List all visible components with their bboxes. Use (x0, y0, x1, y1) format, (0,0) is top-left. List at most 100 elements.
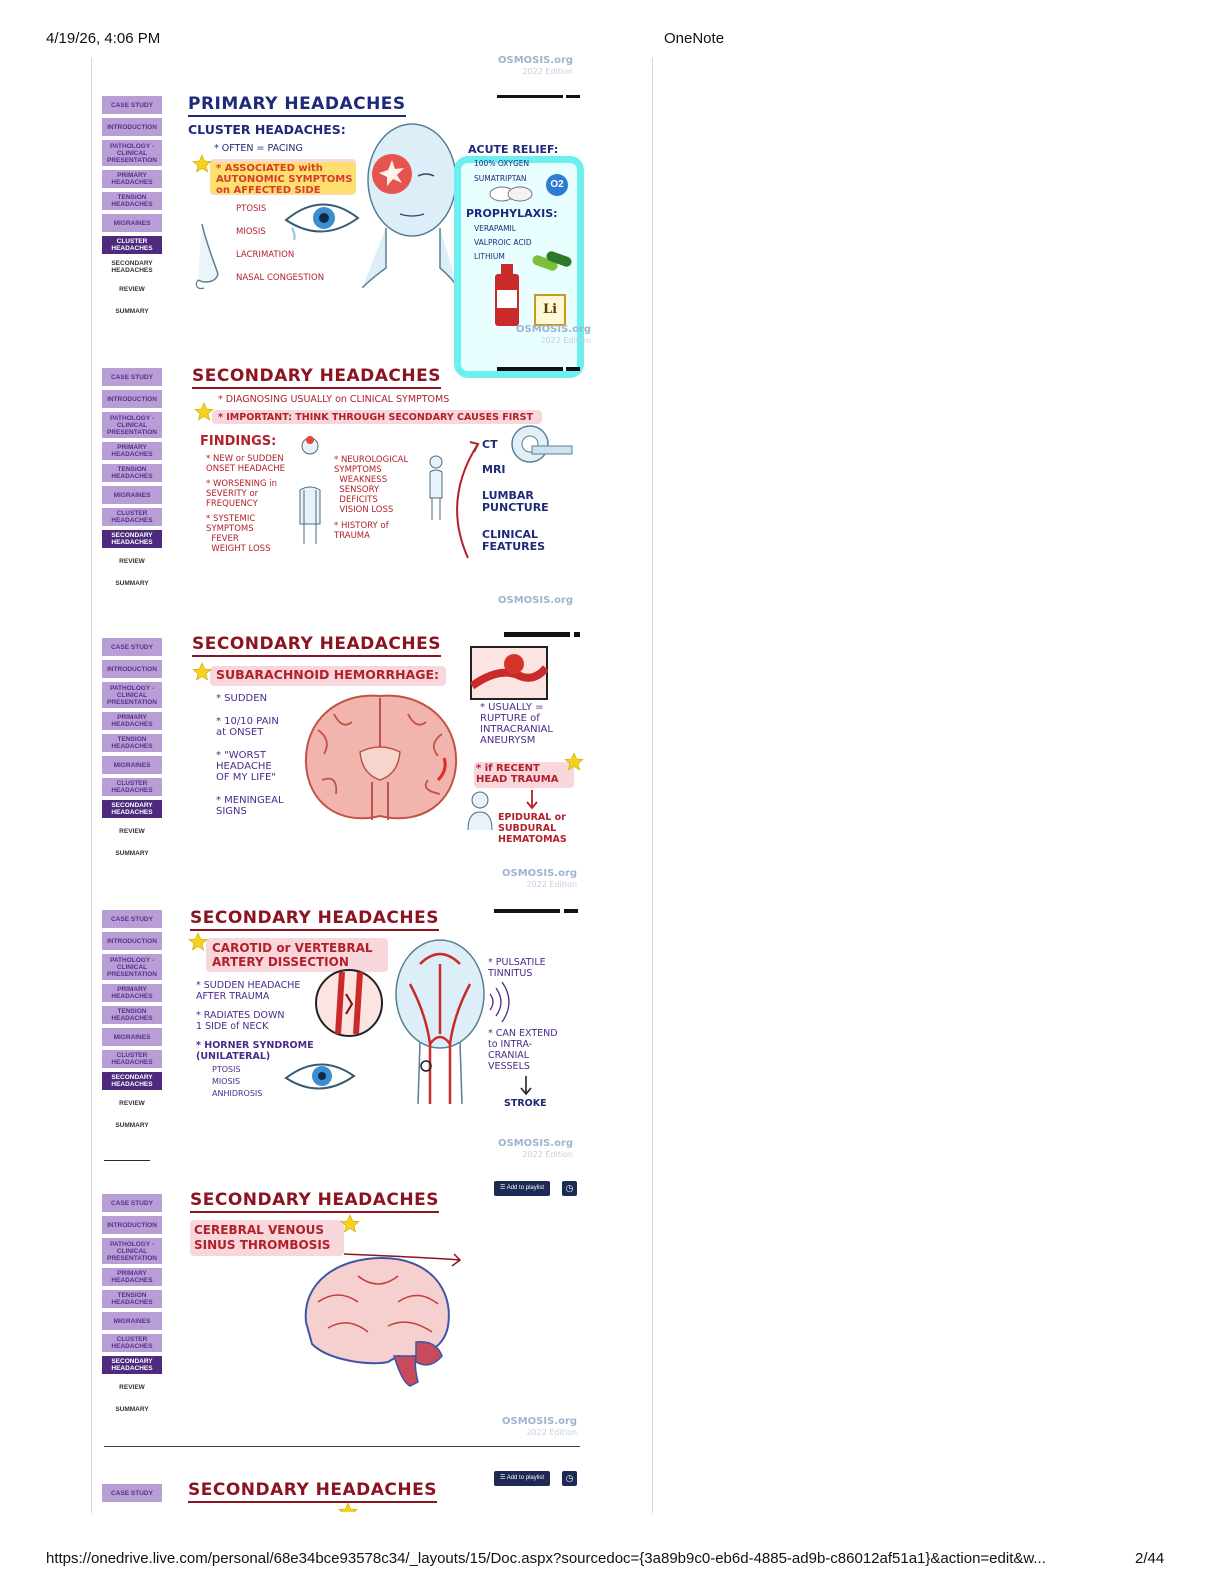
nav-pathology[interactable]: Pathology - Clinical Presentation (102, 1238, 162, 1264)
nav-migraines[interactable]: Migraines (102, 214, 162, 232)
playlist-icon: ☰ (500, 1475, 507, 1481)
nav-case-study[interactable]: Case Study (102, 910, 162, 928)
sah-rupture-note: * USUALLY = RUPTURE of INTRACRANIAL ANEU… (480, 702, 553, 746)
nav-secondary-headaches[interactable]: Secondary Headaches (102, 258, 162, 276)
nav-tension-headaches[interactable]: Tension Headaches (102, 192, 162, 210)
test-lumbar-puncture: LUMBAR PUNCTURE (482, 489, 549, 514)
nav-secondary-headaches[interactable]: Secondary Headaches (102, 530, 162, 548)
nav-pathology[interactable]: Pathology - Clinical Presentation (102, 140, 162, 166)
nav-migraines[interactable]: Migraines (102, 756, 162, 774)
nav-review[interactable]: Review (102, 280, 162, 298)
nav-secondary-headaches[interactable]: Secondary Headaches (102, 1356, 162, 1374)
brain-coronal-illustration (304, 694, 458, 820)
dissection-tinnitus: * PULSATILE TINNITUS (488, 957, 546, 979)
test-clinical-features: CLINICAL FEATURES (482, 528, 546, 553)
slide-subtitle: CLUSTER HEADACHES: (188, 122, 346, 137)
clock-icon[interactable]: ◷ (562, 1181, 577, 1196)
subtitle-highlight (190, 1220, 344, 1256)
slide-toolbar-bar (504, 632, 570, 637)
nav-case-study[interactable]: Case Study (102, 1194, 162, 1212)
nav-case-study[interactable]: Case Study (102, 96, 162, 114)
page-number: 2/44 (1135, 1550, 1165, 1567)
page-right-border (652, 58, 653, 1513)
nav-review[interactable]: Review (102, 1094, 162, 1112)
horner-sign: MIOSIS (212, 1077, 241, 1086)
high-yield-star-icon (564, 752, 584, 771)
nav-pathology[interactable]: Pathology - Clinical Presentation (102, 682, 162, 708)
slide-subtitle: SUBARACHNOID HEMORRHAGE: (216, 667, 440, 682)
nav-introduction[interactable]: Introduction (102, 932, 162, 950)
slide-toolbar-bar (566, 367, 580, 371)
nav-cluster-headaches[interactable]: Cluster Headaches (102, 1334, 162, 1352)
nav-tension-headaches[interactable]: Tension Headaches (102, 1006, 162, 1024)
nav-tension-headaches[interactable]: Tension Headaches (102, 734, 162, 752)
nav-migraines[interactable]: Migraines (102, 486, 162, 504)
add-to-playlist-button[interactable]: ☰ Add to playlist (494, 1181, 551, 1196)
nav-review[interactable]: Review (102, 822, 162, 840)
symptom-item: PTOSIS (236, 204, 267, 214)
nav-review[interactable]: Review (102, 552, 162, 570)
nav-primary-headaches[interactable]: Primary Headaches (102, 984, 162, 1002)
nav-migraines[interactable]: Migraines (102, 1028, 162, 1046)
slide-artery-dissection: Case Study Introduction Pathology - Clin… (102, 906, 584, 1160)
nav-case-study[interactable]: Case Study (102, 1484, 162, 1502)
nav-summary[interactable]: Summary (102, 1400, 162, 1418)
slide-toolbar-bar (497, 95, 563, 98)
head-arteries-illustration (395, 939, 485, 1104)
finding-trauma: * HISTORY of TRAUMA (334, 521, 389, 541)
nav-summary[interactable]: Summary (102, 844, 162, 862)
slide-toolbar-bar (494, 909, 560, 913)
nav-introduction[interactable]: Introduction (102, 660, 162, 678)
page-url[interactable]: https://onedrive.live.com/personal/68e34… (46, 1550, 1046, 1567)
nav-introduction[interactable]: Introduction (102, 390, 162, 408)
nav-primary-headaches[interactable]: Primary Headaches (102, 442, 162, 460)
add-to-playlist-label: Add to playlist (506, 1475, 545, 1481)
nav-migraines[interactable]: Migraines (102, 1312, 162, 1330)
important-line: * IMPORTANT: THINK THROUGH SECONDARY CAU… (218, 412, 533, 423)
nav-primary-headaches[interactable]: Primary Headaches (102, 170, 162, 188)
nav-tension-headaches[interactable]: Tension Headaches (102, 1290, 162, 1308)
nav-summary[interactable]: Summary (102, 1116, 162, 1134)
page-left-border (91, 58, 92, 1513)
nav-summary[interactable]: Summary (102, 574, 162, 592)
slide-divider (104, 1160, 150, 1161)
nav-introduction[interactable]: Introduction (102, 1216, 162, 1234)
nav-cluster-headaches[interactable]: Cluster Headaches (102, 508, 162, 526)
osmosis-logo: OSMOSIS.org (498, 595, 574, 606)
finding-new-onset: * NEW or SUDDEN ONSET HEADACHE (206, 454, 286, 474)
nav-pathology[interactable]: Pathology - Clinical Presentation (102, 412, 162, 438)
slide-primary-headaches: Case Study Introduction Pathology - Clin… (102, 92, 591, 378)
slide-subtitle: CAROTID or VERTEBRAL ARTERY DISSECTION (212, 941, 373, 969)
nav-primary-headaches[interactable]: Primary Headaches (102, 1268, 162, 1286)
dissection-extend: * CAN EXTEND to INTRA- CRANIAL VESSELS (488, 1028, 558, 1072)
nav-cluster-headaches[interactable]: Cluster Headaches (102, 778, 162, 796)
nav-case-study[interactable]: Case Study (102, 638, 162, 656)
nav-pathology[interactable]: Pathology - Clinical Presentation (102, 954, 162, 980)
nav-review[interactable]: Review (102, 1378, 162, 1396)
slide-nav: Case Study Introduction Pathology - Clin… (102, 638, 164, 866)
dissection-stroke: STROKE (504, 1098, 547, 1109)
high-yield-star-icon (188, 932, 208, 951)
nav-secondary-headaches[interactable]: Secondary Headaches (102, 1072, 162, 1090)
slide-title: SECONDARY HEADACHES (188, 1480, 437, 1503)
nav-secondary-headaches[interactable]: Secondary Headaches (102, 800, 162, 818)
clock-icon[interactable]: ◷ (562, 1471, 577, 1486)
nav-primary-headaches[interactable]: Primary Headaches (102, 712, 162, 730)
nav-cluster-headaches[interactable]: Cluster Headaches (102, 1050, 162, 1068)
often-pacing: * OFTEN = PACING (214, 143, 303, 154)
nav-introduction[interactable]: Introduction (102, 118, 162, 136)
head-illustration (362, 123, 458, 288)
slide-subtitle: CEREBRAL VENOUS SINUS THROMBOSIS (194, 1223, 331, 1252)
nav-summary[interactable]: Summary (102, 302, 162, 320)
ct-scanner-icon (511, 425, 573, 463)
nav-cluster-headaches[interactable]: Cluster Headaches (102, 236, 162, 254)
nav-case-study[interactable]: Case Study (102, 368, 162, 386)
nav-tension-headaches[interactable]: Tension Headaches (102, 464, 162, 482)
finding-worsening: * WORSENING in SEVERITY or FREQUENCY (206, 479, 277, 509)
add-to-playlist-button[interactable]: ☰ Add to playlist (494, 1471, 551, 1486)
high-yield-star-icon (340, 1214, 360, 1233)
dissection-feature: * RADIATES DOWN 1 SIDE of NECK (196, 1010, 285, 1032)
prophylaxis-item: LITHIUM (474, 252, 505, 261)
